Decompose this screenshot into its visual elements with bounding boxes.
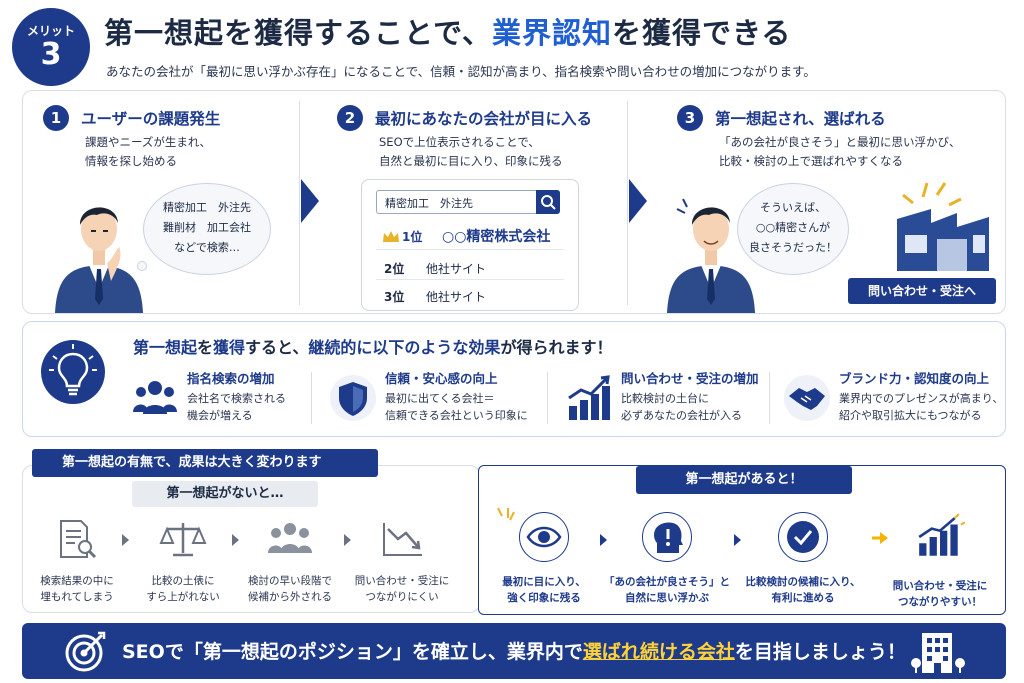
page-title: 第一想起を獲得することで、業界認知を獲得できる <box>104 16 792 50</box>
cta-banner: SEOで「第一想起のポジション」を確立し、業界内で選ばれ続ける会社を目指しましょ… <box>22 623 1006 679</box>
lightbulb-icon <box>41 340 105 404</box>
arrow-right-icon <box>872 532 888 544</box>
step-2-title: 最初にあなたの会社が目に入る <box>375 110 593 128</box>
search-icon <box>541 195 556 210</box>
with-item: 比較検討の候補に入り、有利に進める <box>744 512 862 606</box>
steps-panel: 1 ユーザーの課題発生 課題やニーズが生まれ、情報を探し始める 精密加工 外注先… <box>22 90 1006 314</box>
cta-text: SEOで「第一想起のポジション」を確立し、業界内で選ばれ続ける会社を目指しましょ… <box>122 641 906 663</box>
effect-desc: 業界内でのプレゼンスが高まり、紹介や取引拡大にもつながる <box>839 392 1004 422</box>
divider <box>299 101 300 305</box>
factory-icon <box>897 182 989 271</box>
step-1-number: 1 <box>43 105 69 131</box>
effects-heading: 第一想起を獲得すると、継続的に以下のような効果が得られます！ <box>133 338 613 357</box>
cta-highlight: 選ばれ続ける会社 <box>582 641 735 663</box>
without-item: 比較の土俵にすら上がれない <box>138 519 228 605</box>
step-2-desc: SEOで上位表示されることで、自然と最初に目に入り、印象に残る <box>379 135 563 168</box>
handshake-icon <box>784 375 830 421</box>
idea-head-icon <box>642 512 692 562</box>
chevron-right-icon <box>344 534 351 546</box>
page-subtitle: あなたの会社が「最初に思い浮かぶ存在」になることで、信頼・認知が高まり、指名検索… <box>106 64 816 79</box>
with-item: 最初に目に入り、強く印象に残る <box>494 512 594 606</box>
step-3-number: 3 <box>677 105 703 131</box>
comparison-tag: 第一想起の有無で、成果は大きく変わります <box>32 449 378 477</box>
check-icon <box>778 512 828 562</box>
users-icon <box>133 381 177 414</box>
search-input[interactable]: 精密加工 外注先 <box>376 190 560 214</box>
building-icon <box>911 633 965 673</box>
step-1-title: ユーザーの課題発生 <box>81 110 221 128</box>
chevron-right-icon <box>600 534 607 546</box>
effect-desc: 最初に出てくる会社＝信頼できる会社という印象に <box>385 392 528 422</box>
inquiry-order-button[interactable]: 問い合わせ・受注へ <box>848 278 996 304</box>
effect-desc: 比較検討の土台に必ずあなたの会社が入る <box>621 392 742 422</box>
effect-title: 指名検索の増加 <box>187 371 275 386</box>
step-3-title: 第一想起され、選ばれる <box>715 110 886 128</box>
worried-person-icon <box>55 207 143 313</box>
bubble-dot <box>137 261 147 271</box>
search-results-card: 精密加工 外注先 1位 ○○精密株式会社 2位 他社サイト 3位 他社サイト <box>361 179 579 311</box>
without-item: 問い合わせ・受注につながりにくい <box>350 519 454 605</box>
document-search-icon <box>60 520 97 559</box>
sparkle-icon <box>497 507 515 521</box>
search-result-3[interactable]: 3位 他社サイト <box>384 290 487 304</box>
chevron-right-icon <box>301 179 319 223</box>
effect-title: 信頼・安心感の向上 <box>385 371 498 386</box>
scale-icon <box>159 523 207 557</box>
search-result-1[interactable]: 1位 ○○精密株式会社 <box>376 224 564 250</box>
without-item: 検討の早い段階で候補から外される <box>240 519 340 605</box>
divider <box>627 101 628 305</box>
chevron-right-icon <box>629 179 647 223</box>
effect-title: ブランド力・認知度の向上 <box>839 371 990 386</box>
title-highlight: 業界認知 <box>491 16 612 50</box>
effect-title: 問い合わせ・受注の増加 <box>621 371 759 386</box>
with-item: 「あの会社が良さそう」と自然に思い浮かぶ <box>604 512 730 606</box>
chevron-right-icon <box>232 534 239 546</box>
down-trend-icon <box>383 523 422 556</box>
chevron-right-icon <box>122 534 129 546</box>
effect-desc: 会社名で検索される機会が増える <box>187 392 286 422</box>
step-2-number: 2 <box>337 105 363 131</box>
smiling-person-icon <box>667 198 755 313</box>
divider <box>547 372 548 424</box>
crown-icon <box>383 231 399 242</box>
search-thought-bubble: 精密加工 外注先難削材 加工会社などで検索… <box>143 183 271 275</box>
search-button[interactable] <box>536 190 560 214</box>
divider <box>769 372 770 424</box>
badge-label: メリット <box>26 24 75 38</box>
up-trend-icon <box>918 513 966 556</box>
with-label: 第一想起があると！ <box>636 466 852 494</box>
growth-chart-icon <box>568 375 610 420</box>
target-icon <box>65 631 106 672</box>
divider <box>311 372 312 424</box>
step-1-desc: 課題やニーズが生まれ、情報を探し始める <box>85 135 212 168</box>
with-item: 問い合わせ・受注につながりやすい！ <box>884 512 996 610</box>
shield-icon <box>330 375 376 421</box>
step-3-desc: 「あの会社が良さそう」と最初に思い浮かび、比較・検討の上で選ばれやすくなる <box>719 135 961 168</box>
realization-thought-bubble: そういえば、○○精密さんが良さそうだった！ <box>737 183 849 275</box>
merit-badge: メリット 3 <box>12 8 90 86</box>
group-icon <box>268 523 312 553</box>
without-label: 第一想起がないと… <box>132 481 318 507</box>
eye-icon <box>519 512 569 562</box>
chevron-right-icon <box>734 534 741 546</box>
badge-number: 3 <box>40 37 62 72</box>
effects-panel: 第一想起を獲得すると、継続的に以下のような効果が得られます！ 指名検索の増加 会… <box>22 321 1006 437</box>
without-item: 検索結果の中に埋もれてしまう <box>30 519 124 605</box>
search-result-2[interactable]: 2位 他社サイト <box>376 254 564 280</box>
